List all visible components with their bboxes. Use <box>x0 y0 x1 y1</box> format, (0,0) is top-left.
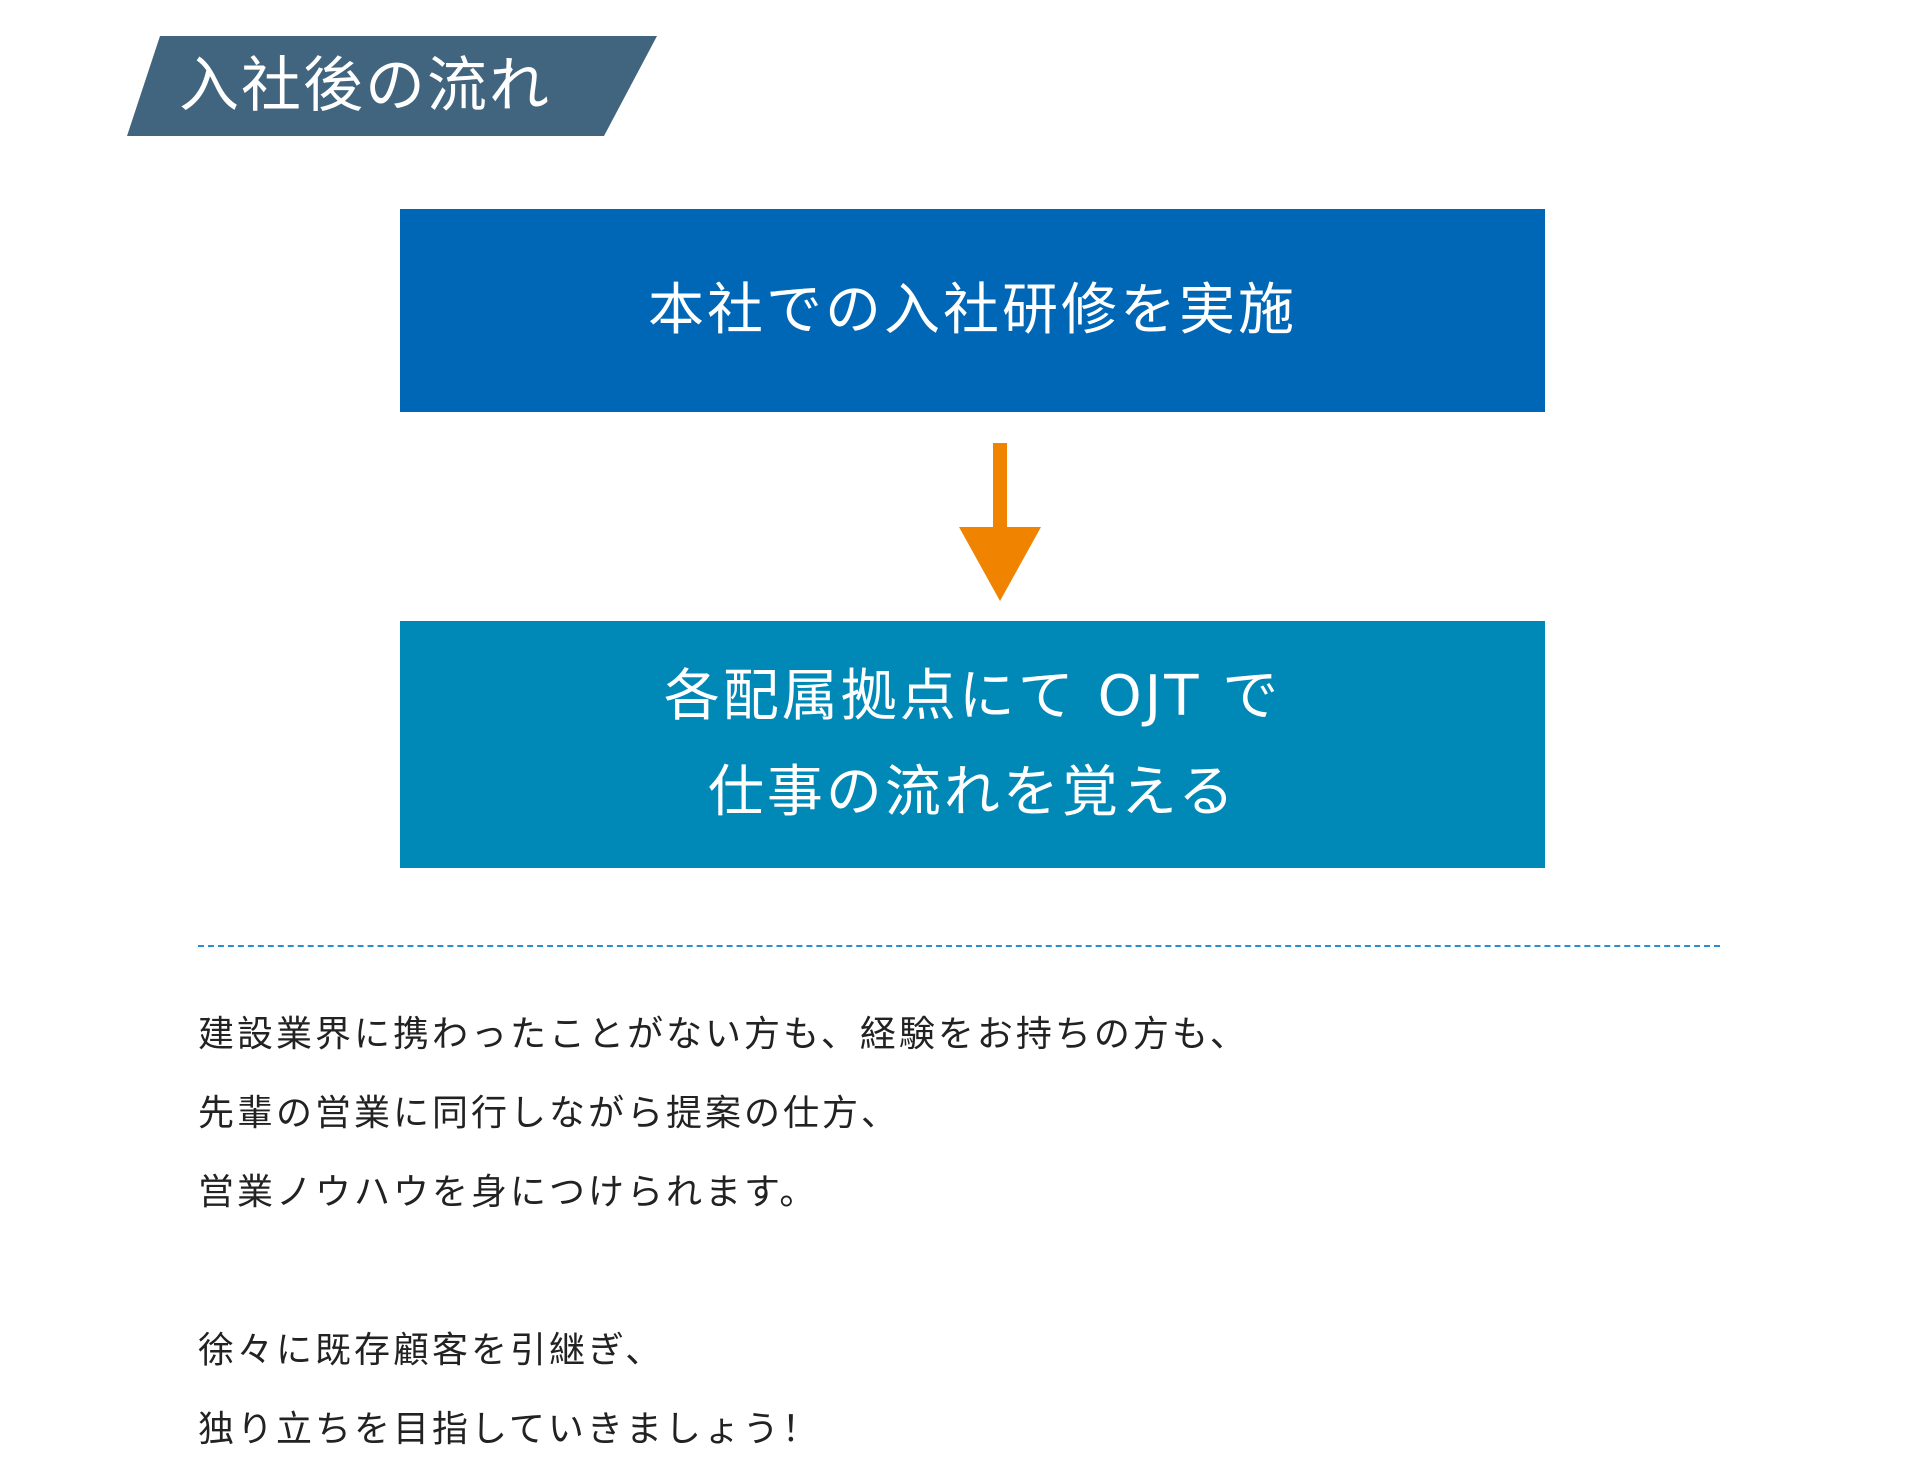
flow-step-2-line: 仕事の流れを覚える <box>707 759 1238 825</box>
section-heading-tag: 入社後の流れ <box>127 36 657 136</box>
flow-step-2-line: 各配属拠点にて OJT で <box>663 663 1282 729</box>
paragraph-line: 先輩の営業に同行しながら提案の仕方、 <box>198 1093 901 1134</box>
paragraph-line: 徐々に既存顧客を引継ぎ、 <box>198 1330 665 1371</box>
paragraph-2: 徐々に既存顧客を引継ぎ、 独り立ちを目指していきましょう！ <box>198 1311 1798 1469</box>
flow-step-1-label: 本社での入社研修を実施 <box>648 277 1297 343</box>
flow-step-2: 各配属拠点にて OJT で 仕事の流れを覚える <box>400 621 1545 868</box>
section-heading: 入社後の流れ <box>179 51 551 121</box>
paragraph-line: 独り立ちを目指していきましょう！ <box>198 1409 821 1450</box>
paragraph-line: 建設業界に携わったことがない方も、経験をお持ちの方も、 <box>198 1014 1249 1055</box>
paragraph-1: 建設業界に携わったことがない方も、経験をお持ちの方も、 先輩の営業に同行しながら… <box>198 995 1798 1232</box>
dashed-divider <box>198 945 1720 947</box>
arrow-down-icon <box>959 443 1041 601</box>
flow-step-1: 本社での入社研修を実施 <box>400 209 1545 412</box>
paragraph-line: 営業ノウハウを身につけられます。 <box>198 1172 819 1213</box>
description-text: 建設業界に携わったことがない方も、経験をお持ちの方も、 先輩の営業に同行しながら… <box>198 995 1798 1469</box>
flow-step-2-label: 各配属拠点にて OJT で 仕事の流れを覚える <box>664 649 1281 841</box>
